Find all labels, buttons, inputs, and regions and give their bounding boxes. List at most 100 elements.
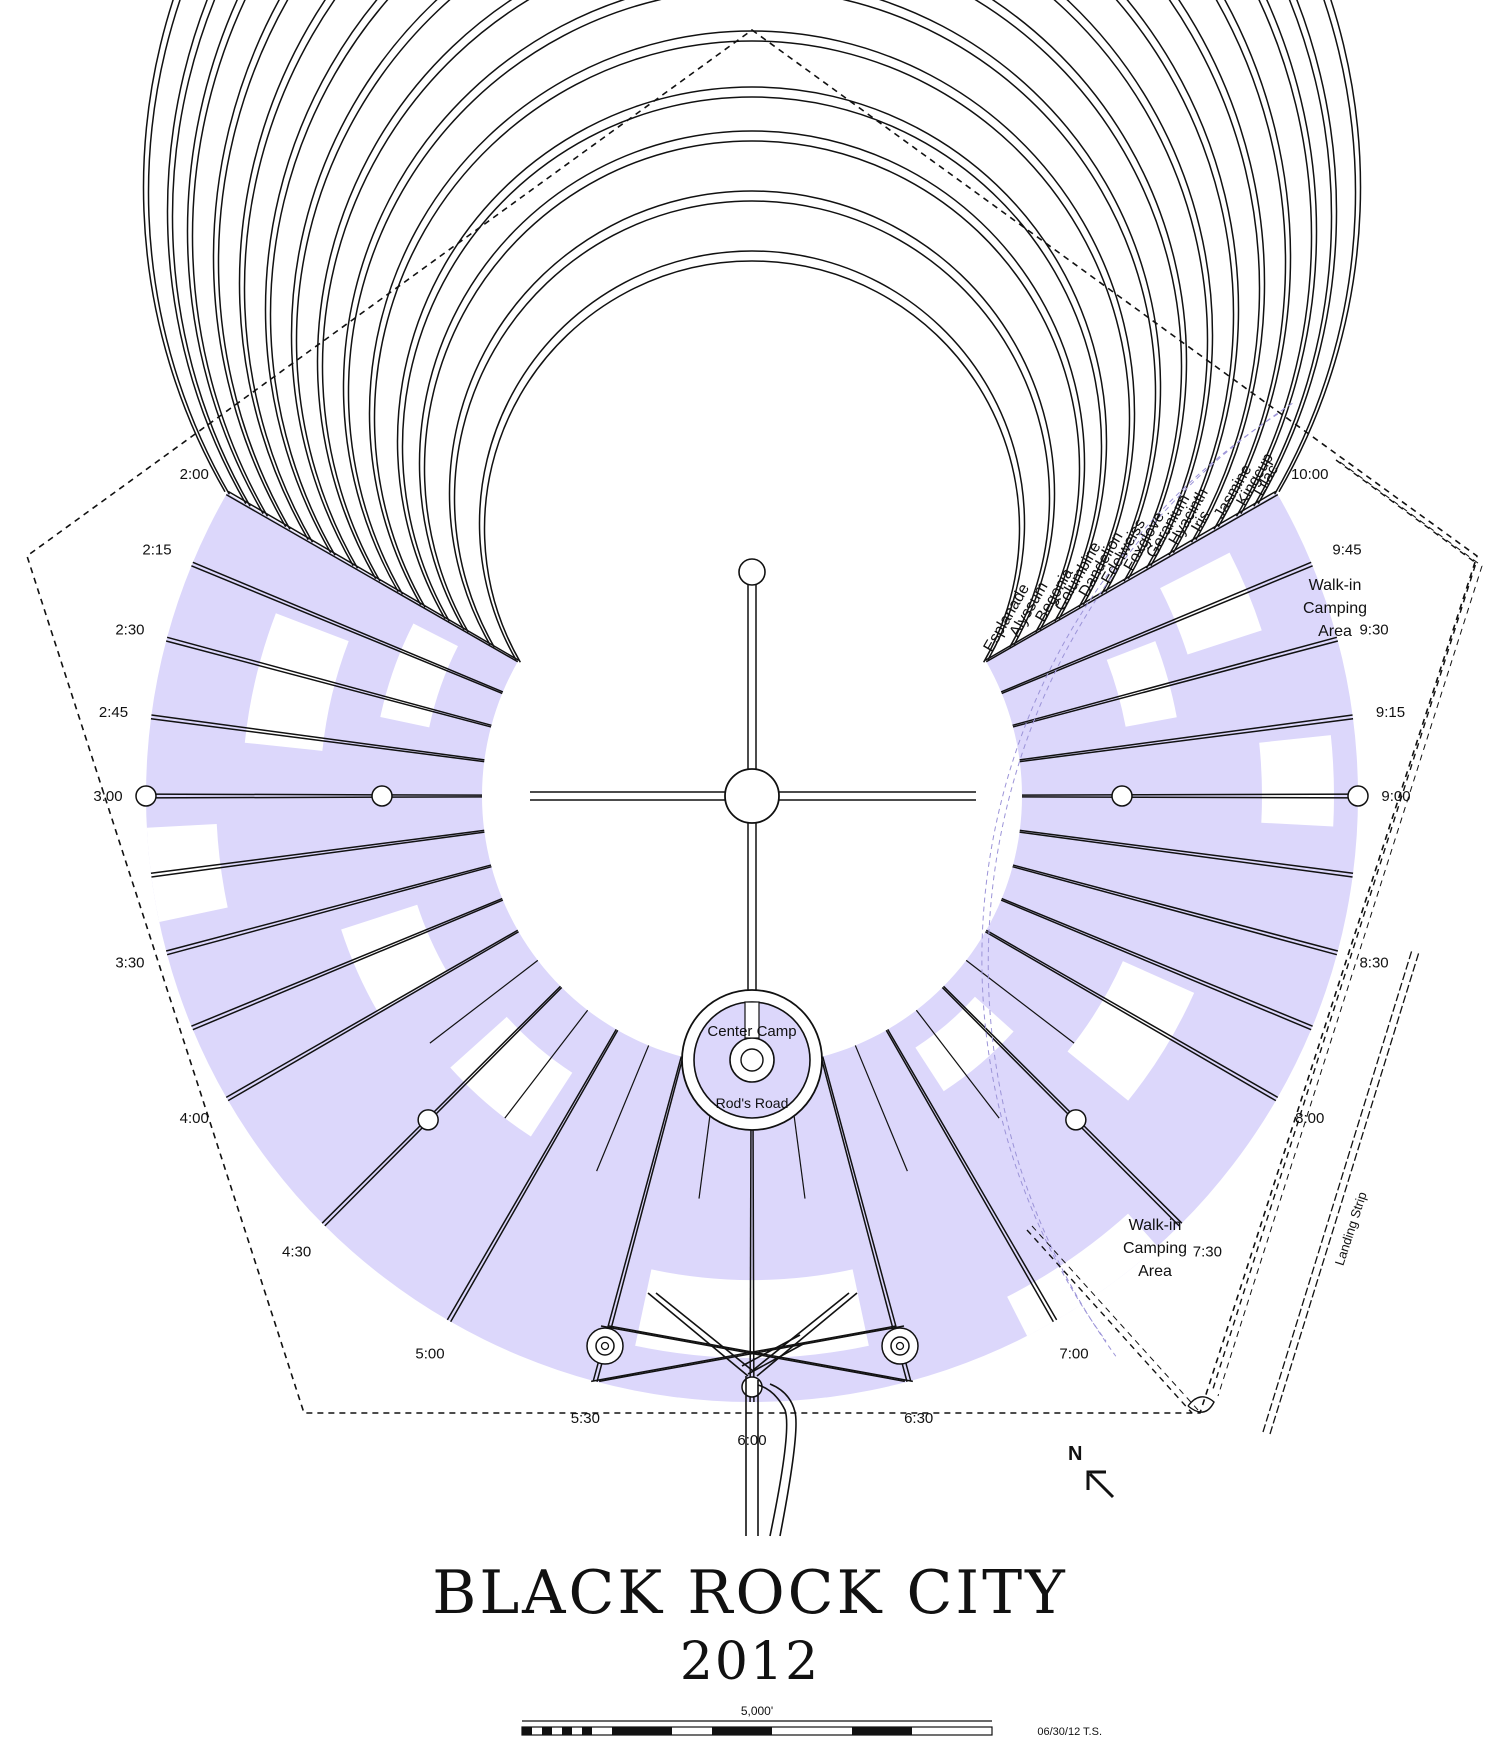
radial-street-15 — [942, 985, 1183, 1224]
ring-street-9 — [243, 0, 1261, 543]
rods-road-label: Rod's Road — [716, 1095, 789, 1111]
open-block-0 — [380, 623, 458, 728]
walk-in-bottom-label: Walk-in — [1129, 1217, 1182, 1234]
radial-street-22 — [1012, 636, 1338, 727]
ring-street-11 — [186, 0, 1318, 515]
open-block-2 — [915, 996, 1014, 1092]
radial-street-24 — [985, 490, 1277, 661]
clock-label: 3:00 — [93, 788, 122, 805]
guide-arc-1 — [987, 402, 1293, 1357]
ring-street-1 — [448, 190, 1056, 646]
ring-street-4 — [368, 30, 1136, 606]
center-camp-core — [740, 1048, 764, 1072]
radial-street-6 — [166, 865, 492, 956]
ring-street-2 — [418, 130, 1086, 631]
ring-street-12 — [171, 0, 1333, 507]
guide-arc-0 — [981, 413, 1279, 1342]
radial-street-3 — [150, 718, 485, 763]
radial-street-15 — [941, 986, 1180, 1227]
ring-street-5 — [347, 0, 1157, 595]
radial-street-3 — [151, 714, 485, 761]
clock-label: 8:30 — [1359, 955, 1388, 972]
ring-street-10 — [217, 0, 1287, 530]
plaza-2 — [1111, 785, 1133, 807]
radial-street-16 — [985, 929, 1279, 1099]
map-year: 2012 — [0, 1632, 1500, 1692]
plazas — [135, 402, 1369, 1398]
ring-street-3 — [396, 86, 1108, 620]
minor-divider — [504, 1009, 589, 1119]
radial-street-22 — [1012, 640, 1339, 728]
radial-street-19 — [1019, 831, 1353, 878]
clock-label: 4:30 — [282, 1243, 311, 1260]
clock-label: 6:00 — [737, 1432, 766, 1449]
walk-in-camping-boundary — [1211, 459, 1477, 1393]
plaza-5 — [417, 1109, 439, 1131]
spur-plaza-core-0 — [600, 1341, 610, 1351]
open-block-6 — [450, 1016, 573, 1137]
open-block-1 — [1106, 641, 1177, 727]
open-block-7 — [146, 824, 228, 922]
spur-plaza-core-1 — [895, 1341, 905, 1351]
radial-street-21 — [1019, 714, 1353, 761]
radial-street-24 — [985, 493, 1279, 663]
ring-street-10 — [212, 0, 1292, 528]
clock-label: 9:00 — [1381, 788, 1410, 805]
camp-fill-layer — [145, 493, 1358, 1402]
walk-in-top-label: Area — [1318, 623, 1352, 640]
gate-road-curve — [757, 1384, 788, 1537]
radial-street-5 — [151, 831, 485, 878]
open-block-5 — [1259, 735, 1334, 827]
ring-street-0 — [478, 250, 1026, 661]
plaza-6 — [741, 1376, 763, 1398]
radial-street-17 — [1001, 897, 1313, 1027]
landing-strip-label: Landing Strip — [1332, 1190, 1370, 1268]
clock-label: 9:45 — [1332, 542, 1361, 559]
radial-street-5 — [150, 829, 485, 874]
clock-label: 9:15 — [1376, 704, 1405, 721]
credit-label: 06/30/12 T.S. — [1037, 1726, 1102, 1738]
year-text: 2012 — [679, 1632, 821, 1692]
landing-strip — [1262, 949, 1420, 1435]
scale-seg — [562, 1727, 572, 1735]
clock-label: 9:30 — [1359, 621, 1388, 638]
clock-label: 8:00 — [1295, 1110, 1324, 1127]
clock-label: 7:30 — [1193, 1243, 1222, 1260]
ring-street-13 — [142, 0, 1362, 493]
walk-in-bottom-label: Camping — [1123, 1240, 1187, 1257]
radial-street-10 — [446, 1029, 617, 1321]
scale-seg — [542, 1727, 552, 1735]
center-camp-label: Center Camp — [707, 1023, 796, 1040]
radial-street-8 — [227, 931, 519, 1102]
scale-seg — [522, 1727, 532, 1735]
radial-street-18 — [1012, 864, 1339, 952]
radial-street-4 — [146, 793, 483, 796]
ring-street-8 — [269, 0, 1235, 556]
radial-street-20 — [1021, 796, 1358, 799]
ring-street-13 — [147, 0, 1357, 495]
clock-label: 7:00 — [1059, 1346, 1088, 1363]
walk-in-top-label: Camping — [1303, 600, 1367, 617]
ring-street-0 — [483, 260, 1021, 663]
five-oclock-fence-2 — [1031, 1225, 1199, 1411]
plaza-0 — [1347, 785, 1369, 807]
radial-street-14 — [885, 1029, 1055, 1323]
open-block-8 — [1067, 961, 1195, 1101]
landing-strip-edge-1 — [1262, 949, 1413, 1433]
street-grid — [142, 0, 1362, 1402]
five-oclock-fence — [1026, 1229, 1193, 1414]
minor-divider — [429, 959, 539, 1044]
radial-street-23 — [1001, 565, 1313, 695]
ring-street-3 — [401, 96, 1103, 622]
radial-street-4 — [146, 796, 483, 799]
radial-street-0 — [225, 493, 519, 663]
radial-street-17 — [1000, 899, 1312, 1031]
radial-street-9 — [324, 986, 563, 1227]
ring-street-6 — [316, 0, 1188, 580]
clock-label: 10:00 — [1291, 466, 1329, 483]
plaza-3 — [371, 785, 393, 807]
camp-fill — [145, 493, 1358, 1402]
title-text: BLACK ROCK CITY — [432, 1558, 1068, 1628]
minor-divider — [854, 1045, 908, 1172]
walk-in-top-label: Walk-in — [1309, 577, 1362, 594]
